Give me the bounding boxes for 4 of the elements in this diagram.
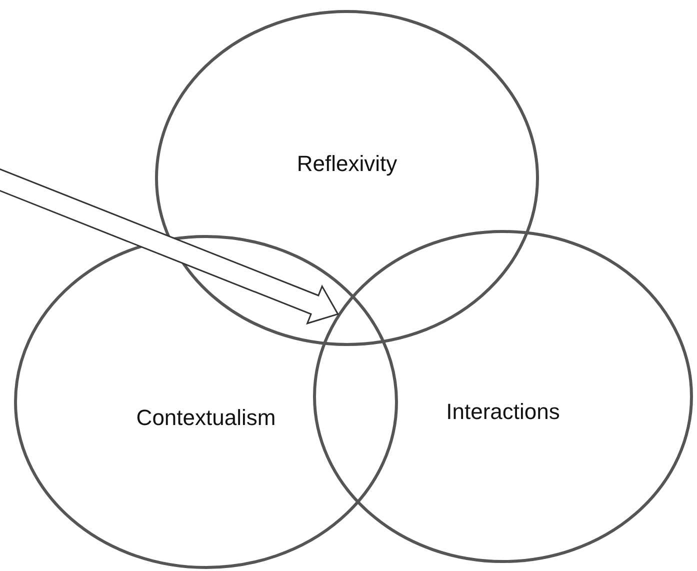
set-label: Contextualism: [136, 405, 276, 431]
block-arrow: [0, 168, 340, 325]
set-label: Interactions: [446, 399, 560, 425]
set-label: Reflexivity: [296, 151, 398, 177]
